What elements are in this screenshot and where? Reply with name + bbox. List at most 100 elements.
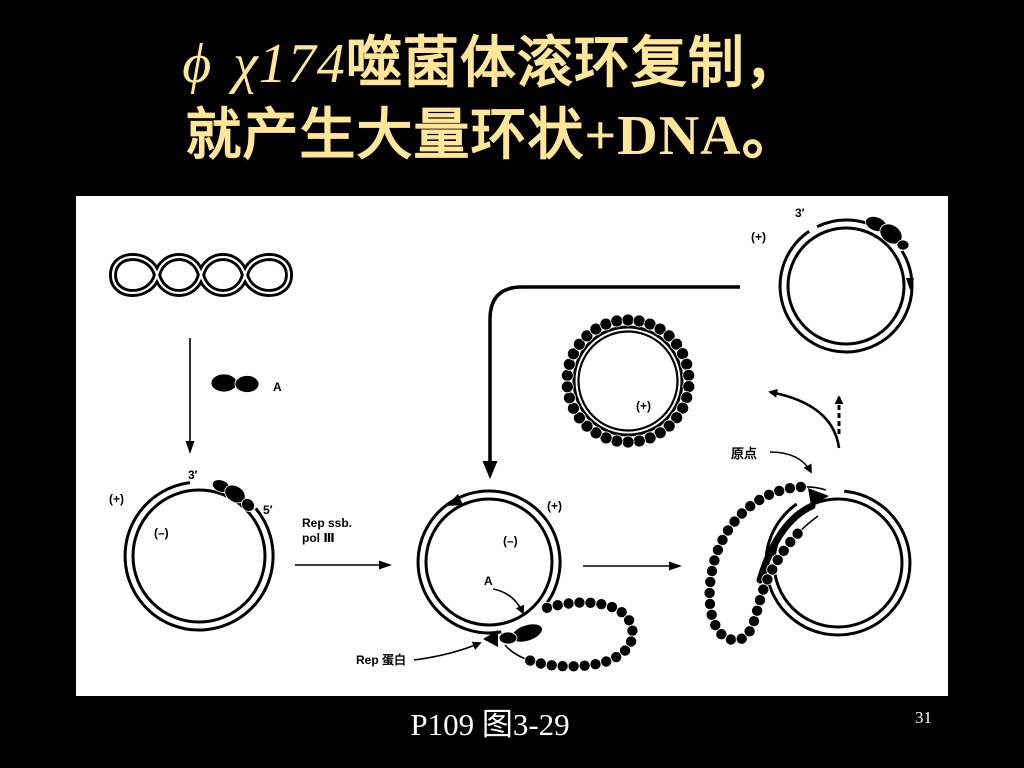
ssb-bead bbox=[567, 660, 580, 673]
ssb-bead bbox=[551, 599, 564, 612]
title-line-2: 就产生大量环状+DNA。 bbox=[185, 105, 799, 167]
ssb-bead bbox=[563, 391, 576, 405]
ssb-bead bbox=[632, 314, 646, 328]
protein-a: A bbox=[210, 373, 282, 394]
origin-pointer: 原点 bbox=[731, 446, 812, 474]
ssb-bead bbox=[748, 615, 761, 628]
ssb-bead bbox=[584, 596, 597, 609]
arrow-shaft bbox=[488, 285, 740, 463]
ssb-bead bbox=[704, 575, 717, 588]
ssb-bead bbox=[626, 624, 639, 637]
ssb-bead bbox=[606, 601, 619, 614]
ssb-bead bbox=[757, 583, 770, 596]
ssb-bead bbox=[562, 597, 575, 610]
ssb-bead bbox=[573, 411, 586, 425]
ssb-bead bbox=[589, 426, 603, 440]
ssb-bead bbox=[670, 411, 684, 425]
ssb-bead bbox=[610, 314, 624, 328]
arrow-strand-displacement bbox=[583, 561, 682, 571]
ssb-bead bbox=[572, 337, 586, 351]
plus-strand-arc bbox=[416, 489, 562, 635]
figure-caption: P109 图3-29 bbox=[410, 707, 570, 742]
rolling-circle-replication-diagram: A 3′ (+) (–) 5′ Rep ssb. pol Ⅲ bbox=[109, 206, 914, 673]
ssb-bead bbox=[704, 597, 717, 610]
nicked-rf-circle: 3′ (+) (–) 5′ bbox=[109, 468, 275, 632]
ssb-bead bbox=[773, 484, 786, 497]
strand-direction-arrowhead bbox=[906, 278, 914, 290]
ssb-bead bbox=[777, 544, 790, 557]
ssb-bead bbox=[744, 500, 757, 513]
ssb-bead bbox=[580, 329, 594, 343]
ssb-bead bbox=[567, 347, 580, 361]
ssb-bead bbox=[589, 658, 602, 671]
ssb-bead bbox=[580, 419, 594, 433]
ssb-bead bbox=[709, 619, 722, 632]
ssb-bead bbox=[753, 493, 766, 506]
enzyme-label-pol3: pol Ⅲ bbox=[302, 531, 335, 545]
arrow-head bbox=[482, 461, 498, 479]
ssb-bead bbox=[722, 524, 735, 537]
ssb-bead bbox=[524, 654, 537, 667]
ssb-bead bbox=[711, 543, 724, 556]
ssb-bead bbox=[743, 625, 756, 638]
label-3-prime-end: 3′ bbox=[188, 468, 198, 482]
arrow-head bbox=[669, 561, 682, 571]
arrow-head bbox=[379, 560, 392, 570]
ssb-bead bbox=[761, 573, 774, 586]
protein-a-bound bbox=[241, 498, 255, 512]
ssb-bead bbox=[715, 628, 728, 641]
ssb-bead bbox=[662, 329, 676, 343]
ssb-bead bbox=[625, 635, 638, 648]
ssb-bead bbox=[703, 586, 716, 599]
ssb-bead bbox=[619, 644, 632, 657]
plus-strand-ring-outer bbox=[572, 325, 684, 437]
strand-direction-arrowhead bbox=[446, 494, 463, 506]
title-line-1: ϕ χ174噬菌体滚环复制， bbox=[0, 28, 984, 100]
label-plus-strand: (+) bbox=[109, 492, 124, 506]
ssb-bead bbox=[632, 434, 646, 448]
ssb-bead bbox=[728, 515, 741, 528]
ssb-bead bbox=[541, 601, 554, 614]
ssb-bead bbox=[724, 633, 737, 646]
ssb-bead bbox=[643, 431, 657, 445]
ssb-bead bbox=[623, 614, 636, 627]
ssb-bead bbox=[560, 380, 574, 394]
slide-title: ϕ χ174噬菌体滚环复制， 就产生大量环状+DNA。 bbox=[0, 28, 984, 172]
ssb-bead bbox=[682, 380, 696, 394]
ssb-bead bbox=[599, 317, 613, 331]
plus-strand-ring-inner bbox=[577, 330, 679, 432]
plus-strand-arc bbox=[123, 481, 275, 632]
ssb-bead bbox=[751, 604, 764, 617]
ssb-bead bbox=[600, 655, 613, 668]
ssb-bead bbox=[791, 527, 804, 540]
rep-protein bbox=[498, 631, 518, 645]
ssb-coated-plus-circle: (+) bbox=[560, 313, 696, 449]
label-3-prime-end: 3′ bbox=[795, 206, 805, 220]
ssb-bead bbox=[783, 482, 796, 495]
rep-protein-label: Rep 蛋白 bbox=[356, 652, 406, 667]
ssb-bead bbox=[545, 659, 558, 672]
rep-arrowhead bbox=[808, 488, 829, 506]
protein-a-subunit bbox=[210, 373, 238, 393]
page-number: 31 bbox=[915, 708, 932, 727]
ssb-bead bbox=[599, 431, 613, 445]
title-line-1-text: 噬菌体滚环复制， bbox=[345, 33, 802, 95]
label-plus-strand: (+) bbox=[751, 230, 766, 244]
curved-release-arrow bbox=[768, 388, 841, 449]
ssb-bead bbox=[589, 322, 603, 336]
enzyme-label-rep-ssb: Rep ssb. bbox=[302, 516, 352, 530]
arrow-head bbox=[185, 441, 195, 454]
ssb-bead bbox=[676, 401, 690, 415]
ssb-bead bbox=[754, 594, 767, 607]
label-5-prime-end: 5′ bbox=[263, 503, 273, 517]
ssb-bead bbox=[706, 565, 719, 578]
rep-protein-track bbox=[756, 502, 816, 584]
ssb-bead bbox=[556, 660, 569, 673]
arrow-rep-ssb-pol3: Rep ssb. pol Ⅲ bbox=[295, 516, 392, 570]
protein-a-label: A bbox=[484, 574, 493, 588]
title-phage-name: ϕ χ174 bbox=[182, 33, 346, 95]
ssb-bead bbox=[708, 554, 721, 567]
new-plus-strand-circle: 3′ (+) bbox=[751, 206, 914, 354]
ssb-bead bbox=[610, 651, 623, 664]
ssb-bead bbox=[784, 536, 797, 549]
